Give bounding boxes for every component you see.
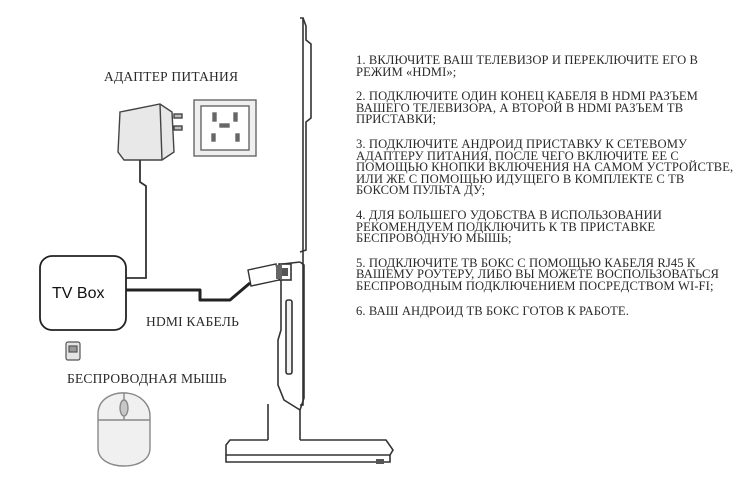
power-adapter-icon	[117, 103, 183, 279]
usb-receiver-icon	[65, 341, 81, 361]
tv-box-label: TV Box	[52, 285, 105, 302]
tv-side-view-icon	[225, 17, 394, 464]
step-6: 6. ВАШ АНДРОИД ТВ БОКС ГОТОВ К РАБОТЕ.	[356, 303, 629, 318]
wireless-mouse-label: БЕСПРОВОДНАЯ МЫШЬ	[67, 371, 227, 386]
mouse-icon	[97, 392, 151, 467]
step-3: 3. ПОДКЛЮЧИТЕ АНДРОИД ПРИСТАВКУ К СЕТЕВО…	[356, 136, 734, 198]
step-4: 4. ДЛЯ БОЛЬШЕГО УДОБСТВА В ИСПОЛЬЗОВАНИИ…	[356, 207, 662, 246]
step-5: 5. ПОДКЛЮЧИТЕ ТВ БОКС С ПОМОЩЬЮ КАБЕЛЯ R…	[356, 255, 720, 293]
wall-socket-icon	[193, 99, 257, 157]
hdmi-plug-icon	[247, 263, 282, 287]
tv-box-icon	[39, 255, 127, 331]
step-2: 2. ПОДКЛЮЧИТЕ ОДИН КОНЕЦ КАБЕЛЯ В HDMI Р…	[356, 89, 698, 127]
instruction-steps: 1. ВКЛЮЧИТЕ ВАШ ТЕЛЕВИЗОР И ПЕРЕКЛЮЧИТЕ …	[356, 53, 736, 330]
hdmi-cable-label: HDMI КАБЕЛЬ	[146, 314, 240, 329]
hdmi-cable	[122, 281, 251, 302]
power-adapter-label: АДАПТЕР ПИТАНИЯ	[104, 69, 239, 84]
step-1: 1. ВКЛЮЧИТЕ ВАШ ТЕЛЕВИЗОР И ПЕРЕКЛЮЧИТЕ …	[356, 53, 699, 79]
